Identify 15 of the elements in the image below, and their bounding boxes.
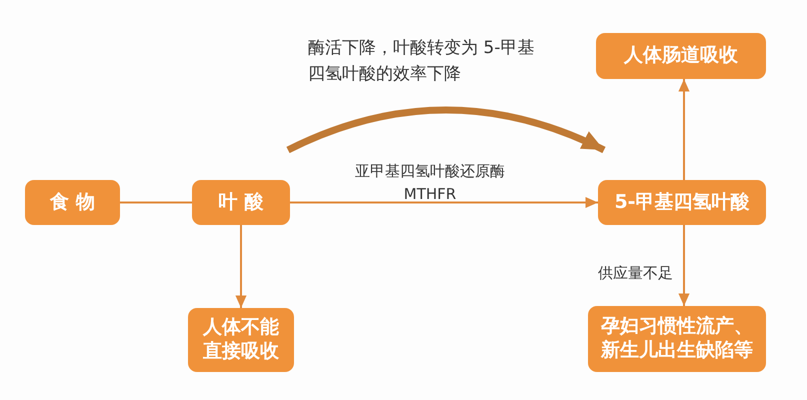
edge-label: 酶活下降，叶酸转变为 5-甲基四氢叶酸的效率下降 [308, 37, 536, 86]
arrow [286, 106, 606, 154]
process-box: 5-甲基四氢叶酸 [598, 180, 766, 225]
edge-label: 亚甲基四氢叶酸还原酶 MTHFR [354, 161, 506, 204]
process-box: 叶 酸 [192, 180, 290, 225]
arrow [290, 196, 598, 208]
process-box: 人体肠道吸收 [596, 33, 766, 79]
process-box: 孕妇习惯性流产、新生儿出生缺陷等 [588, 306, 766, 372]
arrow [235, 225, 247, 308]
arrow [678, 225, 690, 306]
process-box: 人体不能直接吸收 [188, 308, 294, 372]
connector-line [120, 202, 192, 204]
arrow [678, 79, 690, 180]
edge-label: 供应量不足 [598, 263, 674, 284]
process-box: 食 物 [25, 180, 120, 225]
